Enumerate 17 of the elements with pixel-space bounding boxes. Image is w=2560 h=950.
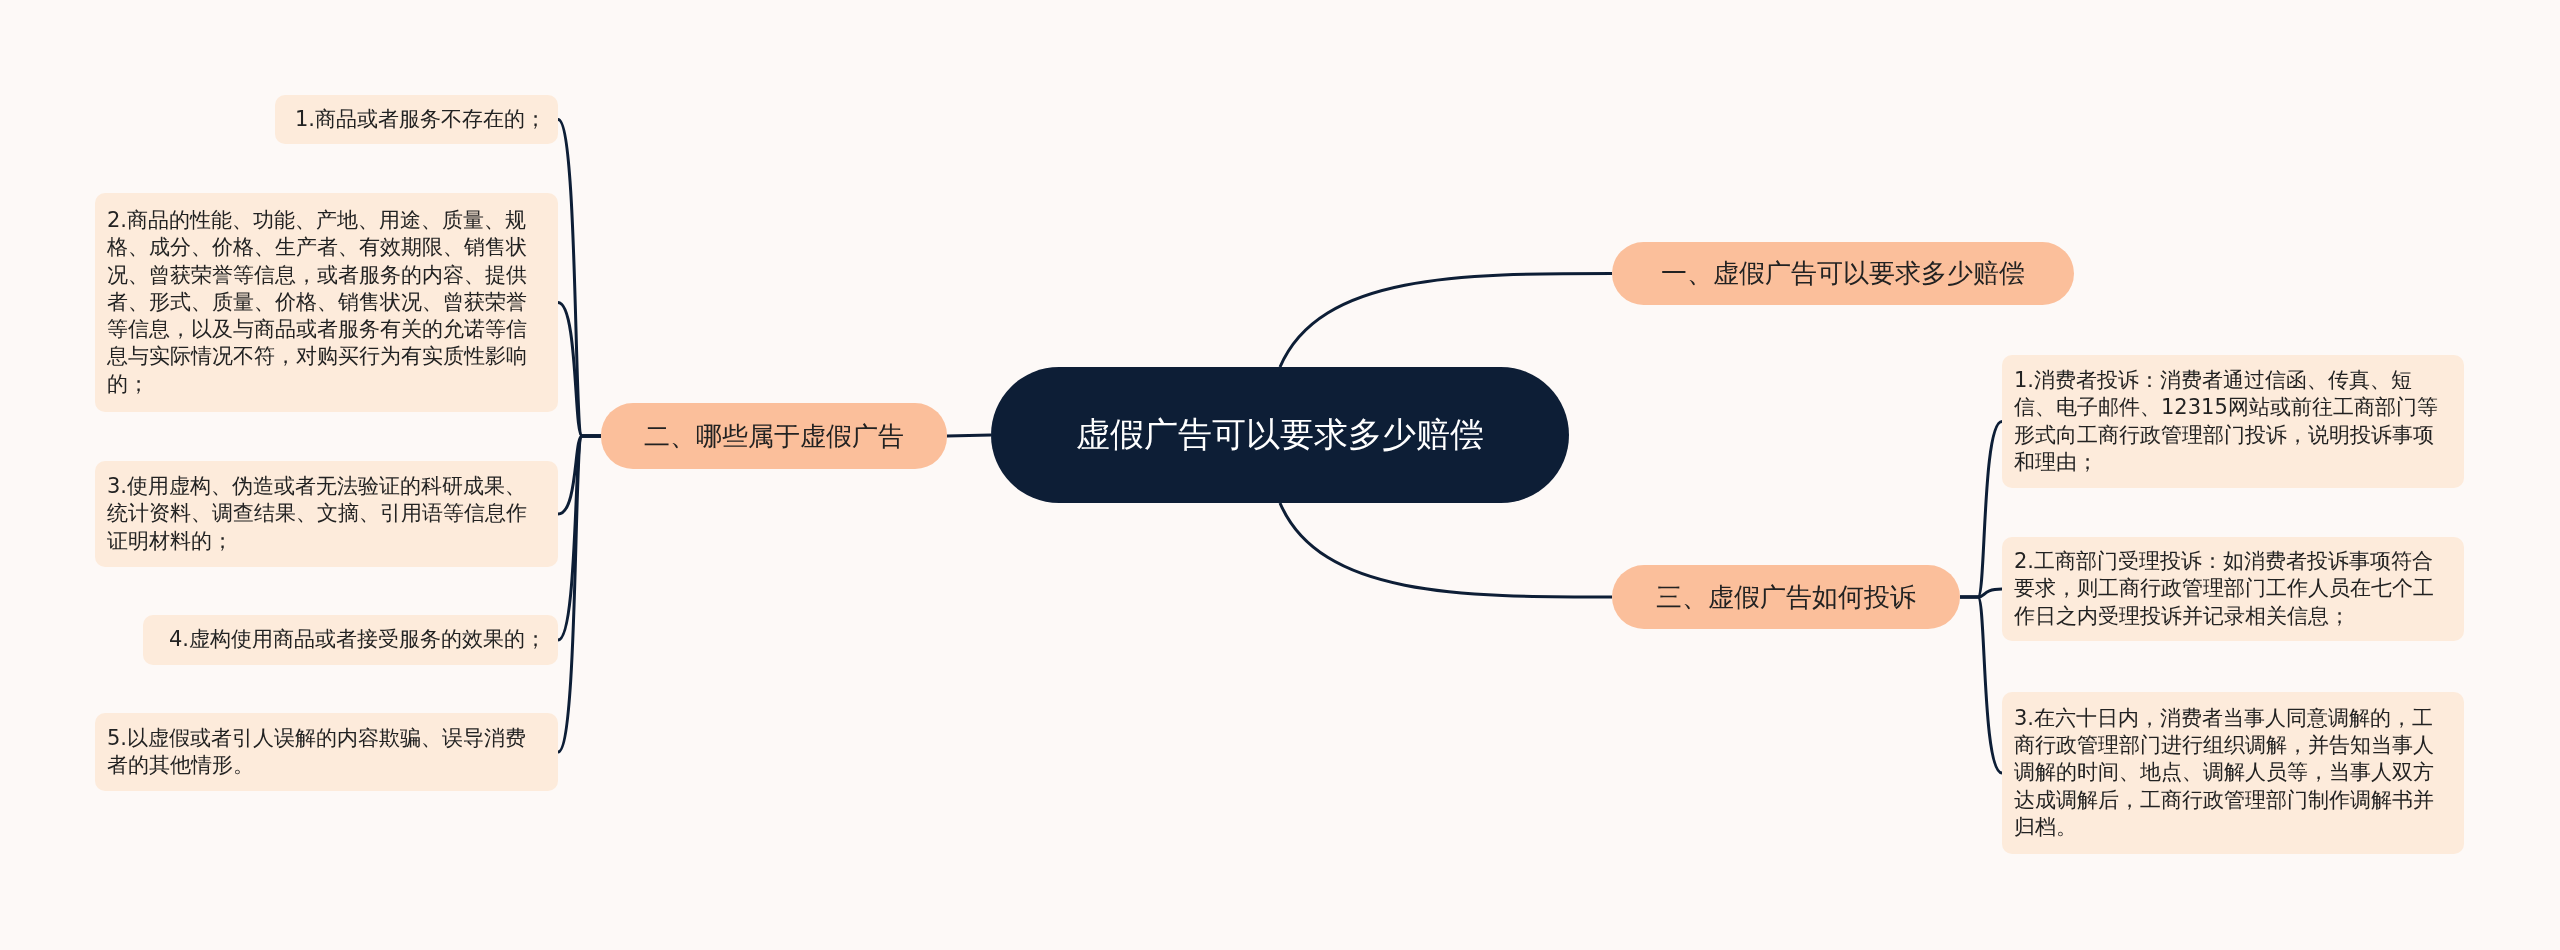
leaf-topic: 2.商品的性能、功能、产地、用途、质量、规格、成分、价格、生产者、有效期限、销售状况、曾获荣誉等信息，或者服务的内容、提供者、形式、质量、价格、销售状况、曾获荣誉等信息，以及与商品或者服务有关的允诺等信息与实际情况不符，对购买行为有实质性影响的； [95, 193, 558, 412]
connector-line [946, 433, 992, 438]
leaf-topic: 3.在六十日内，消费者当事人同意调解的，工商行政管理部门进行组织调解，并告知当事人调解的时间、地点、调解人员等，当事人双方达成调解后，工商行政管理部门制作调解书并归档。 [2002, 692, 2464, 854]
connector-line [1278, 502, 1612, 599]
leaf-topic: 5.以虚假或者引人误解的内容欺骗、误导消费者的其他情形。 [95, 713, 558, 791]
branch-topic: 三、虚假广告如何投诉 [1612, 565, 1960, 629]
leaf-topic: 3.使用虚构、伪造或者无法验证的科研成果、统计资料、调查结果、文摘、引用语等信息作证明材料的； [95, 461, 558, 567]
connector-line [556, 434, 601, 753]
connector-line [1960, 595, 2003, 775]
branch-topic: 二、哪些属于虚假广告 [601, 403, 947, 469]
central-topic: 虚假广告可以要求多少赔偿 [991, 367, 1569, 503]
leaf-topic: 1.消费者投诉：消费者通过信函、传真、短信、电子邮件、12315网站或前往工商部门等形式向工商行政管理部门投诉，说明投诉事项和理由； [2002, 355, 2464, 488]
leaf-topic: 2.工商部门受理投诉：如消费者投诉事项符合要求，则工商行政管理部门工作人员在七个工作日之内受理投诉并记录相关信息； [2002, 537, 2464, 641]
leaf-topic: 1.商品或者服务不存在的； [275, 95, 558, 144]
connector-line [1278, 272, 1612, 368]
leaf-topic: 4.虚构使用商品或者接受服务的效果的； [143, 615, 558, 665]
branch-topic: 一、虚假广告可以要求多少赔偿 [1612, 242, 2074, 305]
